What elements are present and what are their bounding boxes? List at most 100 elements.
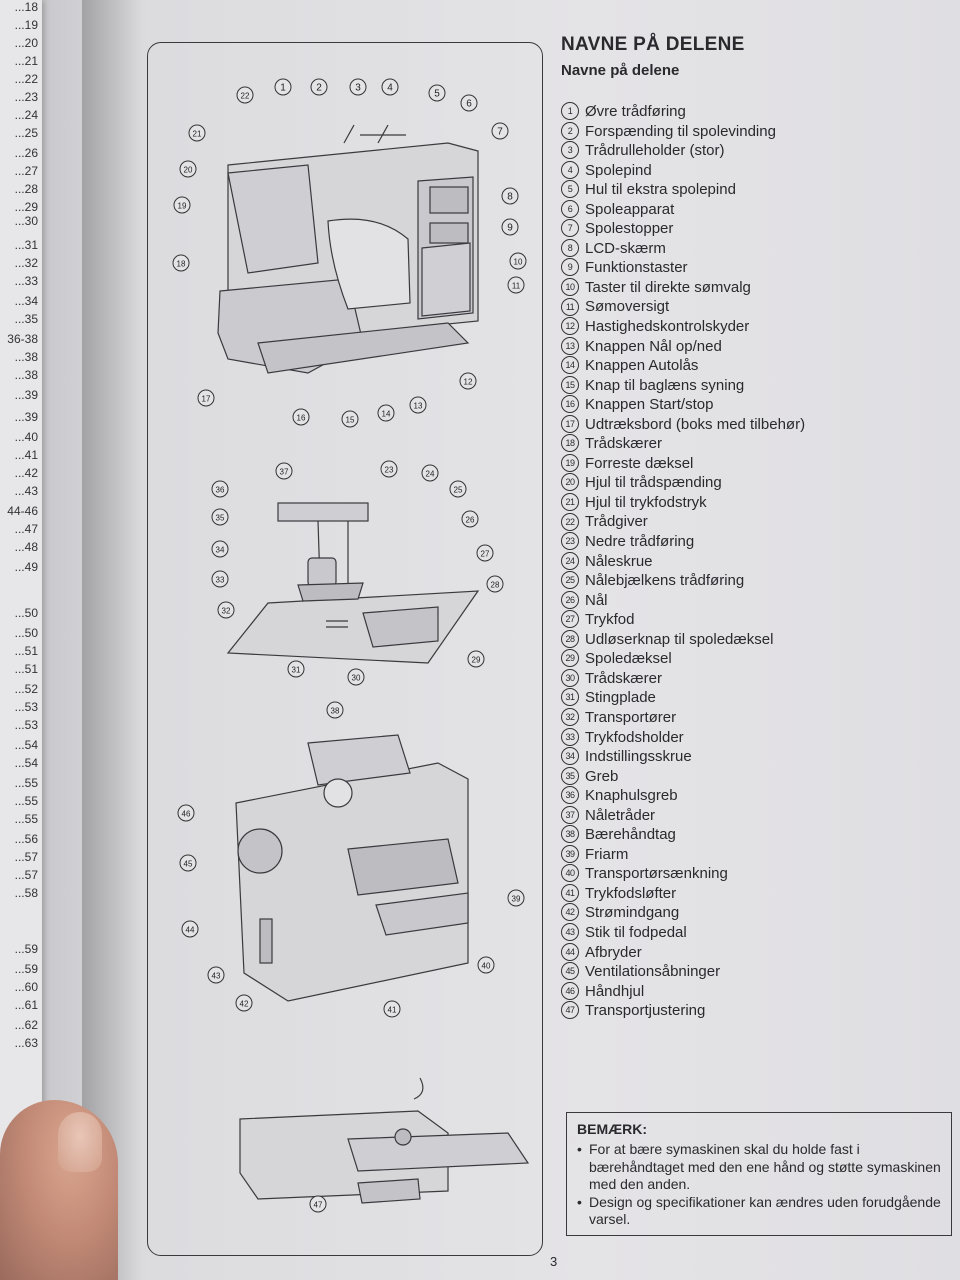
part-number: 30 bbox=[561, 668, 579, 687]
part-label: Transportjustering bbox=[585, 1002, 706, 1020]
svg-text:42: 42 bbox=[240, 1000, 249, 1009]
part-number: 8 bbox=[561, 238, 579, 257]
part-item: 43 Stik til fodpedal bbox=[561, 923, 960, 943]
part-label: LCD-skærm bbox=[585, 239, 666, 257]
callout-19: 19 bbox=[173, 196, 191, 214]
svg-text:1: 1 bbox=[280, 83, 286, 94]
note-title: BEMÆRK: bbox=[577, 1121, 647, 1137]
part-label: Spoledæksel bbox=[585, 650, 672, 668]
svg-text:43: 43 bbox=[212, 972, 221, 981]
prev-page-number: ...24 bbox=[14, 108, 38, 122]
part-number: 14 bbox=[561, 356, 579, 375]
part-number: 12 bbox=[561, 317, 579, 336]
prev-page-number: ...43 bbox=[14, 484, 38, 498]
part-number: 43 bbox=[561, 923, 579, 941]
part-label: Nål bbox=[585, 591, 608, 609]
callout-37: 37 bbox=[275, 462, 293, 480]
svg-text:27: 27 bbox=[481, 550, 490, 559]
part-number: 1 bbox=[561, 102, 579, 121]
callout-42: 42 bbox=[235, 994, 253, 1012]
callout-23: 23 bbox=[380, 460, 398, 478]
prev-page-number: ...40 bbox=[14, 430, 38, 444]
part-label: Trykfod bbox=[585, 611, 635, 629]
part-item: 10 Taster til direkte sømvalg bbox=[561, 277, 960, 298]
part-label: Trådgiver bbox=[585, 513, 648, 531]
part-number: 2 bbox=[561, 121, 579, 140]
part-label: Øvre trådføring bbox=[585, 103, 686, 120]
part-label: Taster til direkte sømvalg bbox=[585, 278, 751, 296]
svg-text:45: 45 bbox=[184, 860, 193, 869]
callout-15: 15 bbox=[341, 410, 359, 428]
part-label: Knap til baglæns syning bbox=[585, 376, 745, 394]
part-item: 8 LCD-skærm bbox=[561, 238, 960, 259]
part-label: Ventilationsåbninger bbox=[585, 963, 721, 981]
callout-25: 25 bbox=[449, 480, 467, 498]
part-label: Stik til fodpedal bbox=[585, 923, 687, 941]
part-number: 33 bbox=[561, 727, 579, 746]
prev-page-number: ...48 bbox=[14, 540, 38, 554]
svg-text:36: 36 bbox=[216, 486, 225, 495]
svg-text:7: 7 bbox=[497, 127, 503, 138]
part-number: 15 bbox=[561, 375, 579, 394]
part-number: 41 bbox=[561, 883, 579, 902]
prev-page-number: ...35 bbox=[14, 312, 38, 326]
svg-text:46: 46 bbox=[182, 810, 191, 819]
svg-text:22: 22 bbox=[241, 92, 250, 101]
svg-text:19: 19 bbox=[178, 202, 187, 211]
callout-11: 11 bbox=[507, 276, 525, 294]
prev-page-number: 36-38 bbox=[7, 332, 38, 346]
svg-text:25: 25 bbox=[454, 486, 463, 495]
callout-6: 6 bbox=[460, 94, 478, 112]
part-label: Stingplade bbox=[585, 689, 656, 707]
svg-text:18: 18 bbox=[177, 260, 186, 269]
prev-page-number: ...53 bbox=[14, 718, 38, 732]
part-item: 21 Hjul til trykfodstryk bbox=[561, 492, 960, 513]
part-label: Knappen Start/stop bbox=[585, 396, 714, 414]
part-number: 19 bbox=[561, 453, 579, 472]
part-number: 31 bbox=[561, 688, 579, 707]
prev-page-number: ...57 bbox=[14, 868, 38, 882]
prev-page-number: ...39 bbox=[14, 388, 38, 402]
prev-page-number: ...52 bbox=[14, 682, 38, 696]
prev-page-number: ...25 bbox=[14, 126, 38, 140]
part-label: Spolepind bbox=[585, 161, 652, 179]
callout-41: 41 bbox=[383, 1000, 401, 1018]
page-title: NAVNE PÅ DELENE bbox=[561, 34, 745, 55]
part-number: 3 bbox=[561, 141, 579, 160]
part-item: 16 Knappen Start/stop bbox=[561, 395, 960, 415]
note-item: For at bære symaskinen skal du holde fas… bbox=[577, 1141, 941, 1194]
svg-text:9: 9 bbox=[507, 223, 513, 234]
part-number: 24 bbox=[561, 551, 579, 570]
prev-page-number: ...20 bbox=[14, 36, 38, 50]
part-number: 16 bbox=[561, 395, 579, 414]
part-label: Knappen Autolås bbox=[585, 357, 699, 375]
callout-40: 40 bbox=[477, 956, 495, 974]
part-number: 42 bbox=[561, 903, 579, 922]
part-label: Hjul til trykfodstryk bbox=[585, 493, 707, 511]
part-number: 38 bbox=[561, 825, 579, 844]
part-number: 10 bbox=[561, 277, 579, 296]
part-label: Trådskærer bbox=[585, 435, 662, 453]
part-number: 29 bbox=[561, 649, 579, 668]
part-number: 4 bbox=[561, 160, 579, 179]
part-label: Transportørsænkning bbox=[585, 865, 728, 883]
svg-text:26: 26 bbox=[466, 516, 475, 525]
callout-36: 36 bbox=[211, 480, 229, 498]
part-item: 1 Øvre trådføring bbox=[561, 102, 960, 122]
svg-text:29: 29 bbox=[472, 656, 481, 665]
part-number: 21 bbox=[561, 492, 579, 511]
